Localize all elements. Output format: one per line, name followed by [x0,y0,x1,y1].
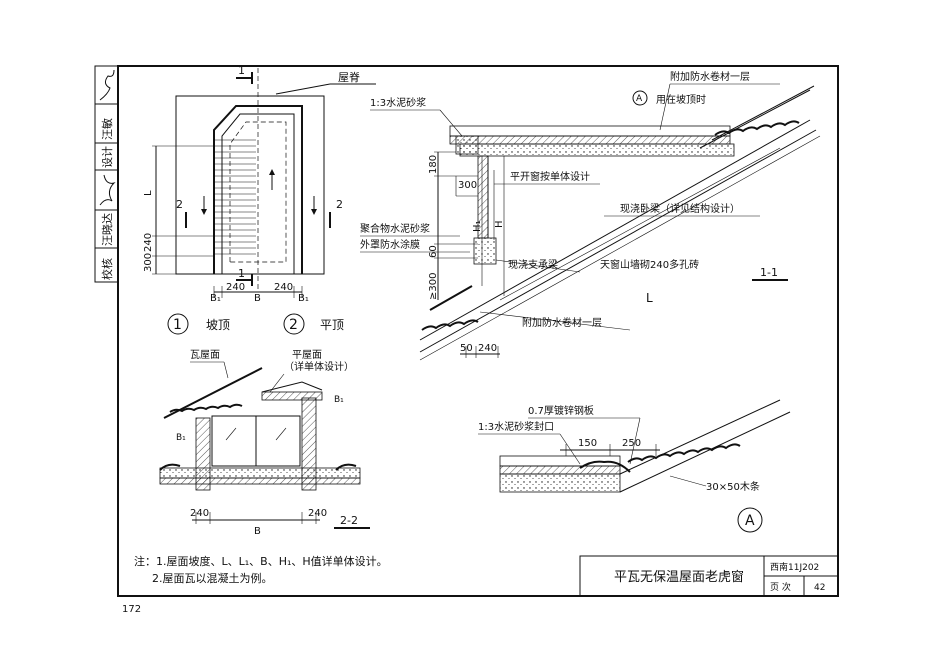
s11-label-beam: 现浇卧梁（详见结构设计） [620,202,740,215]
caption2-text: 平顶 [320,318,344,332]
s22-dim-B: B [254,526,261,537]
s22-dim-B1-left: B₁ [176,433,186,443]
s11-title: 1-1 [760,266,778,279]
section-1-1: 180 ≥300 60 300 H₁ H L 50 240 1:3水泥砂浆 附加… [360,70,821,361]
s11-dim-L: L [646,291,653,305]
plan-dim-B: B [254,293,261,304]
plan-dim-300: 300 [143,253,154,272]
s22-dim-B1-right: B₁ [334,395,344,405]
s22-title: 2-2 [340,514,358,527]
s11-dim-180: 180 [428,155,439,174]
plan-dim-B1-right: B₁ [298,293,309,304]
s22-label-tile: 瓦屋面 [190,349,220,361]
sheet-page-number: 172 [122,604,141,615]
section2-mark-left: 2 [176,198,183,211]
plan-view: 屋脊 1 1 2 2 L 240 300 B₁ 240 B 240 B₁ 1 [143,64,376,335]
s11-label-support: 现浇支承梁 [508,258,558,271]
review-signature [99,174,116,206]
s11-dim-50: 50 [460,343,473,354]
s22-label-flat-note: （详单体设计） [284,360,354,373]
plan-dim-L: L [143,190,154,196]
drawing-frame [117,65,839,597]
s11-label-coating: 外罩防水涂膜 [360,238,420,251]
s11-dim-300b: ≥300 [428,273,439,300]
s11-label-mortar: 1:3水泥砂浆 [370,96,426,109]
detailA-dim-250: 250 [622,438,641,449]
plan-dim-240: 240 [143,233,154,252]
design-name: 汪敏 [100,118,114,140]
caption2-number: 2 [289,317,298,333]
s11-label-polymer: 聚合物水泥砂浆 [360,222,430,235]
detail-A: 0.7厚镀锌钢板 1:3水泥砂浆封口 150 250 30×50木条 A [478,399,791,533]
section1-mark-bottom: 1 [238,267,245,280]
titleblock-page-number: 42 [814,583,825,593]
ridge-label: 屋脊 [338,70,360,84]
s11-label-window: 平开窗按单体设计 [510,170,590,183]
detailA-label-seal: 1:3水泥砂浆封口 [478,420,554,433]
plan-dim-240-right: 240 [274,282,293,293]
s11-label-membrane-top: 附加防水卷材一层 [670,70,750,83]
s11-dim-H: H [494,220,505,228]
titleblock-atlas: 西南11J202 [770,561,819,573]
s11-detail-A-marker: A [636,94,643,104]
s11-dim-60: 60 [428,245,439,258]
plan-dim-B1-left: B₁ [210,293,221,304]
s22-dim-240-left: 240 [190,508,209,519]
detailA-marker: A [745,513,755,529]
caption1-number: 1 [173,317,182,333]
s11-label-membrane-bottom: 附加防水卷材一层 [522,316,602,329]
review-name: 汪晓达 [101,213,114,246]
design-signature [99,69,115,101]
design-label: 设计 [101,146,114,168]
title-block: 平瓦无保温屋面老虎窗 西南11J202 页 次 42 [579,555,839,597]
section-2-2: 瓦屋面 平屋面 （详单体设计） B₁ B₁ 240 B 240 2-2 [159,349,370,537]
note-line1: 注：1.屋面坡度、L、L₁、B、H₁、H值详单体设计。 [134,554,388,568]
detailA-label-batten: 30×50木条 [706,480,760,493]
detailA-dim-150: 150 [578,438,597,449]
signature-sidebar: 校核 汪晓达 设计 汪敏 [94,65,119,283]
s11-label-detail-A-note: 用在坡顶时 [656,93,706,106]
review-label: 校核 [100,258,114,280]
titleblock-page-label: 页 次 [770,581,791,593]
titleblock-title: 平瓦无保温屋面老虎窗 [614,569,744,585]
detailA-label-steel: 0.7厚镀锌钢板 [528,404,594,417]
note-line2: 2.屋面瓦以混凝土为例。 [152,571,273,585]
plan-dim-240-left: 240 [226,282,245,293]
s11-label-wall: 天窗山墙砌240多孔砖 [600,258,699,271]
s11-dim-300: 300 [458,180,477,191]
s22-label-flat: 平屋面 [292,349,322,361]
s22-dim-240-right: 240 [308,508,327,519]
section1-mark-top: 1 [238,64,245,77]
section2-mark-right: 2 [336,198,343,211]
s11-dim-H1: H₁ [472,220,483,232]
s11-dim-240: 240 [478,343,497,354]
caption1-text: 坡顶 [206,318,230,332]
